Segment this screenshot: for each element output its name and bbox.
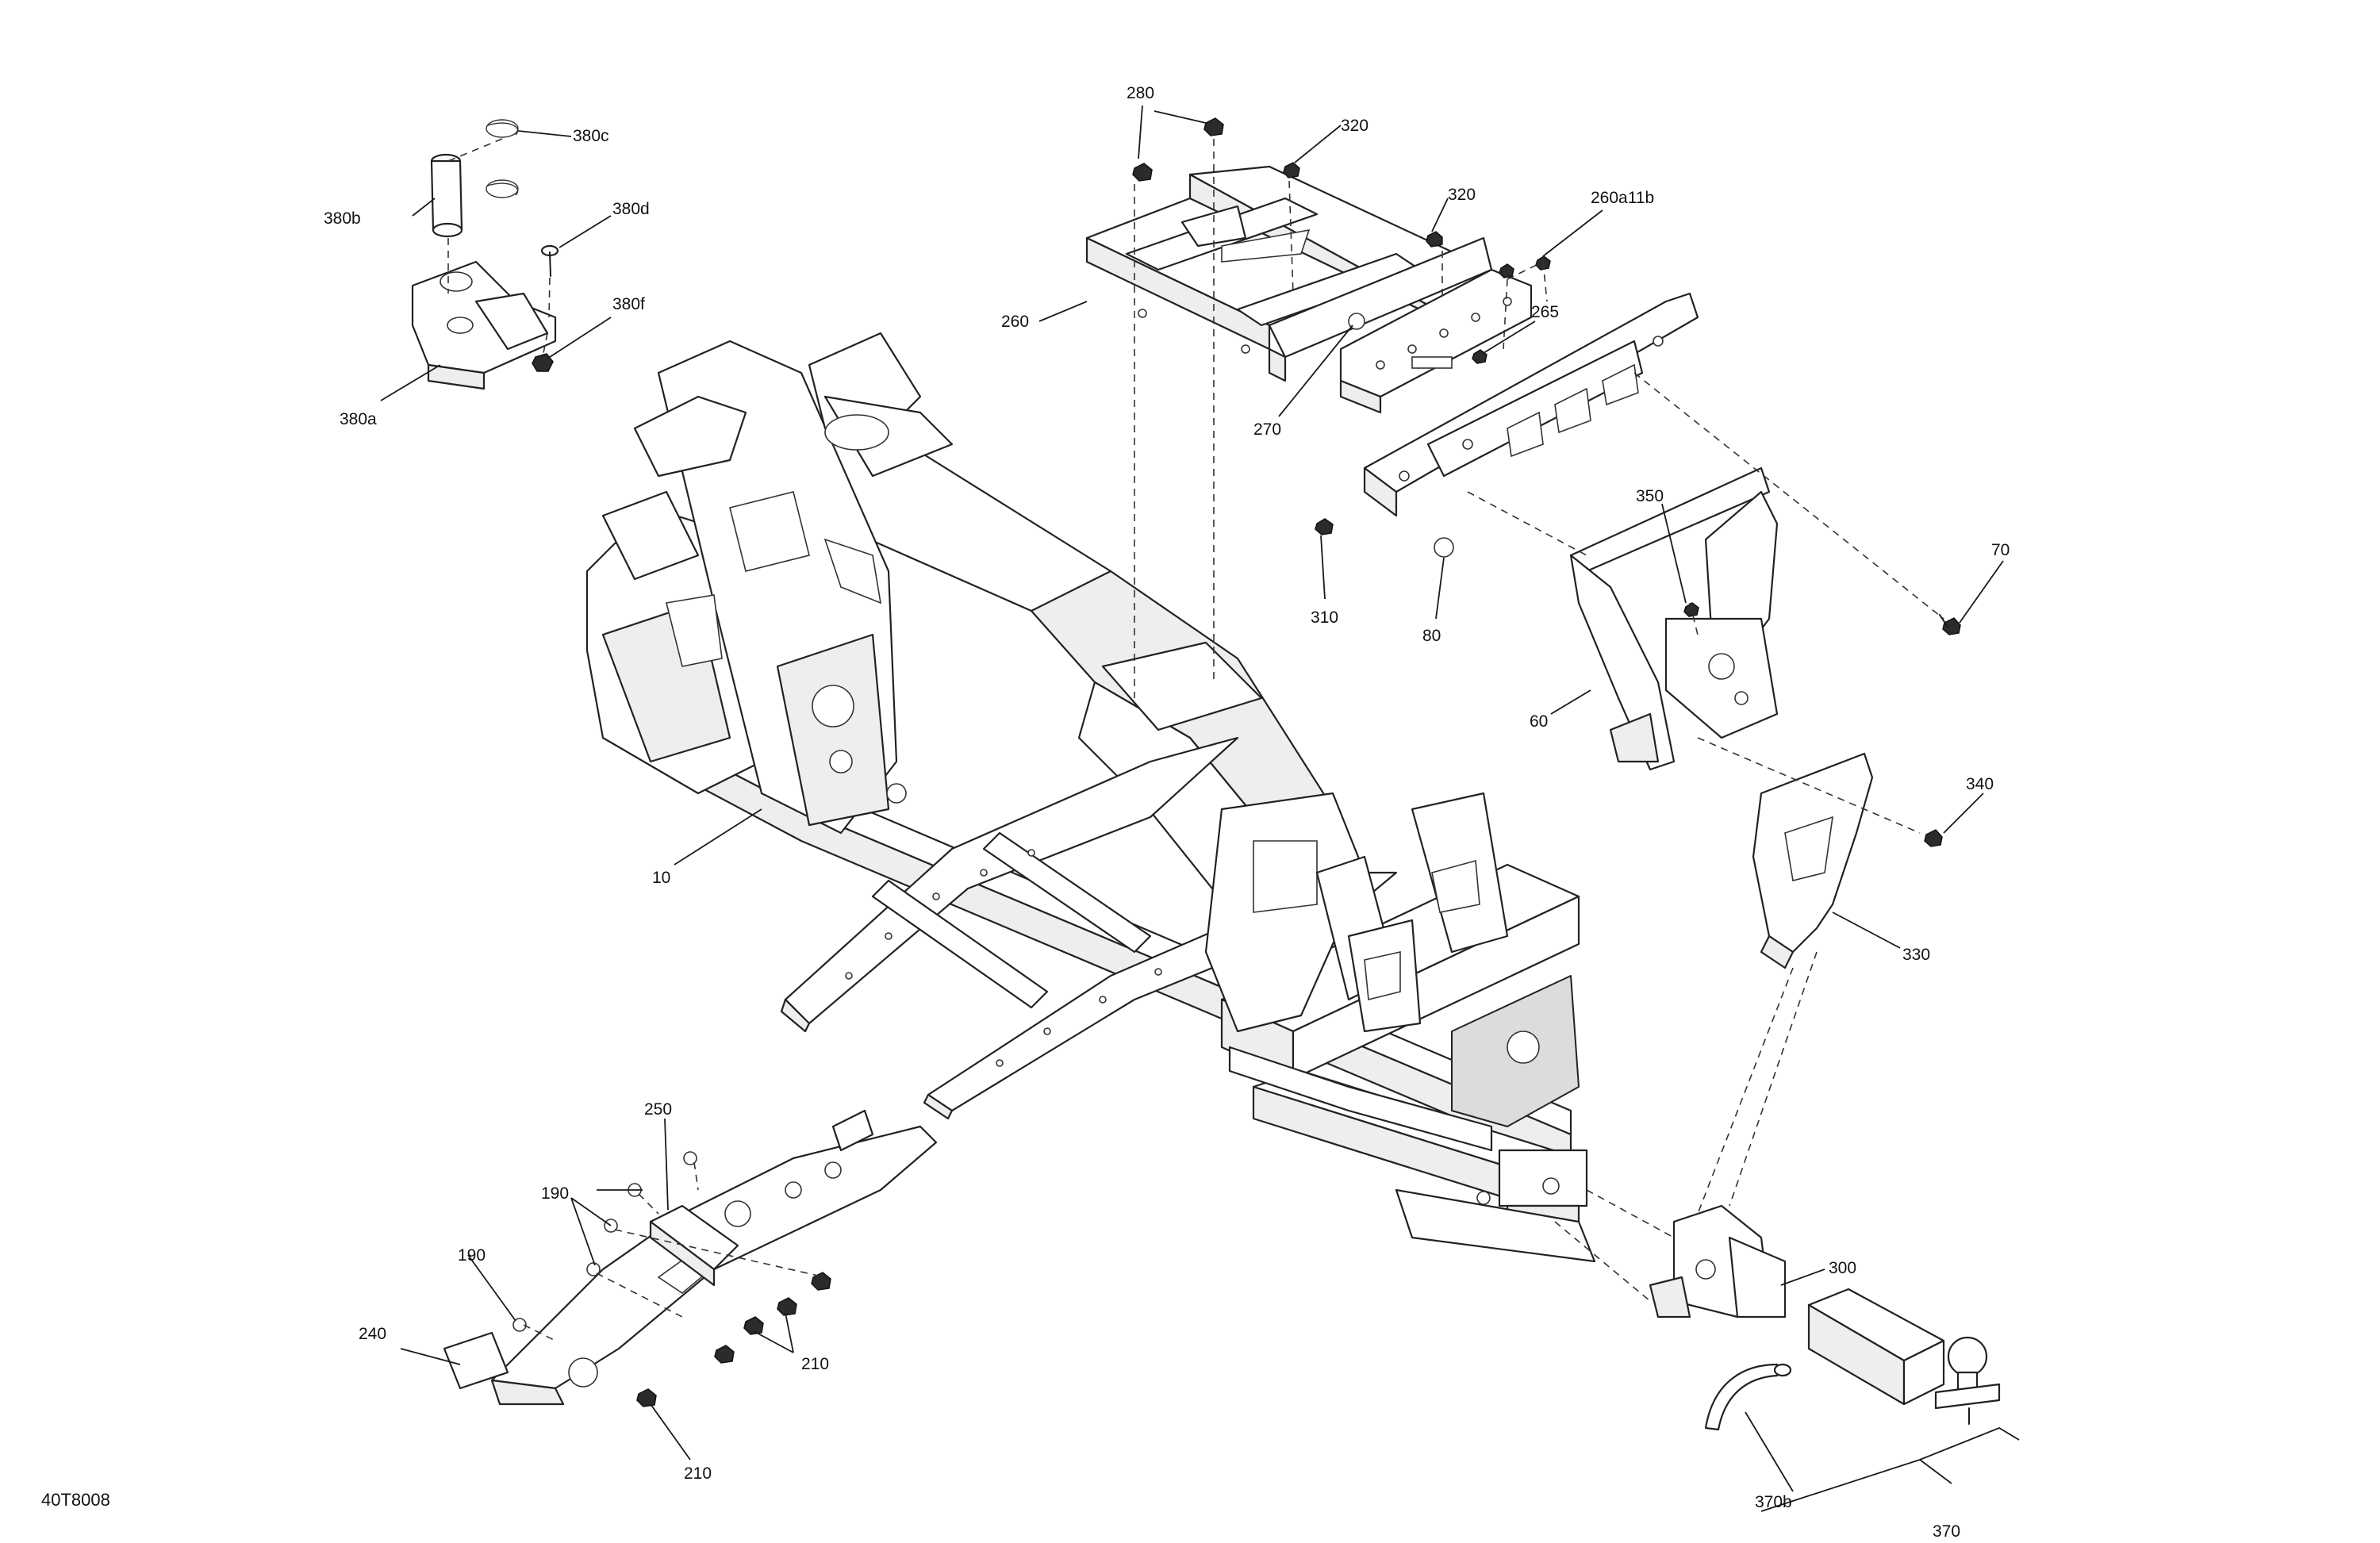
ball-mount-part-370 — [1807, 1288, 2001, 1425]
hitch-receiver-part-300 — [1649, 1204, 1787, 1318]
callout-210-upper: 210 — [801, 1355, 829, 1373]
hitch-pin-part-370b — [1704, 1363, 1792, 1431]
callout-190-lower: 190 — [458, 1246, 486, 1265]
callout-370: 370 — [1933, 1522, 1960, 1541]
drawing-code: 40T8008 — [41, 1490, 110, 1510]
callout-380d: 380d — [612, 200, 650, 218]
hitch-plate-part-380a — [411, 260, 557, 390]
bracket-part-330 — [1752, 752, 1874, 969]
callout-350: 350 — [1636, 487, 1664, 505]
callout-280: 280 — [1127, 84, 1154, 102]
callout-380c: 380c — [573, 127, 609, 145]
callout-210-lower: 210 — [684, 1464, 712, 1483]
main-frame-part-10 — [585, 332, 1596, 1263]
callout-260: 260 — [1001, 313, 1029, 331]
callout-190-upper: 190 — [541, 1184, 569, 1203]
bracket-part-250 — [649, 1204, 739, 1287]
callout-310: 310 — [1311, 608, 1338, 627]
callout-380f: 380f — [612, 295, 645, 313]
callout-270: 270 — [1253, 420, 1281, 439]
bracket-part-265 — [1339, 268, 1533, 414]
callout-380a: 380a — [340, 410, 377, 428]
callout-70: 70 — [1991, 541, 2010, 559]
clip-part-380c — [486, 119, 519, 198]
callout-320-mid: 320 — [1448, 186, 1476, 204]
rear-subframe-part-260 — [1085, 165, 1509, 382]
callout-300: 300 — [1829, 1259, 1856, 1277]
pin-part-380b — [430, 153, 463, 238]
callout-10: 10 — [652, 869, 670, 887]
callout-320-top: 320 — [1341, 117, 1368, 135]
callout-265: 265 — [1531, 303, 1559, 321]
leader-lines — [380, 105, 2020, 1512]
pin-part-380d — [540, 244, 559, 277]
callout-250: 250 — [644, 1100, 672, 1119]
callout-260a11b: 260a11b — [1591, 189, 1654, 207]
callout-80: 80 — [1422, 627, 1441, 645]
callout-380b: 380b — [324, 209, 361, 228]
alignment-dashes — [447, 138, 1944, 1341]
bracket-part-60 — [1569, 466, 1779, 771]
callout-60: 60 — [1530, 712, 1548, 731]
rear-crossmember — [1363, 292, 1699, 517]
callout-240: 240 — [359, 1325, 386, 1343]
callout-330: 330 — [1902, 946, 1930, 964]
callout-340: 340 — [1966, 775, 1994, 793]
callout-labels: 280 320 320 260a11b 260 265 270 380c 380… — [324, 84, 2010, 1541]
callout-370b: 370b — [1755, 1493, 1792, 1511]
